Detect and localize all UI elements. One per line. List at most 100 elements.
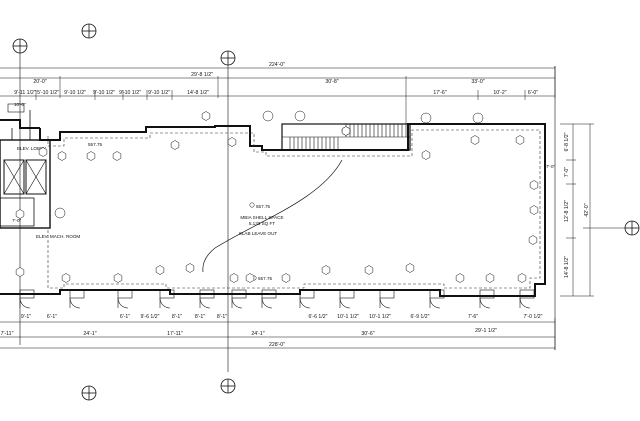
top-dim-7: 9'-10 1/2" — [64, 90, 86, 96]
tag-hexagon — [15, 267, 25, 277]
elevator-core — [0, 103, 51, 229]
top-dim-9: 9'-10 1/2" — [119, 90, 141, 96]
tag-circle — [262, 110, 274, 122]
right-dim-2: 7'-0" — [564, 167, 570, 177]
storefront-bay — [117, 289, 133, 299]
tag-hexagon — [113, 273, 123, 283]
tag-hexagon — [321, 265, 331, 275]
overall-bottom-dim: 228'-0" — [269, 342, 285, 348]
right-dimension-text: 6'-8 1/2" 7'-0" 12'-8 1/2" 14'-8 1/2" 42… — [546, 132, 590, 278]
tag-hexagon — [517, 273, 527, 283]
tag-hexagon — [38, 147, 48, 157]
storefront-bay — [231, 289, 247, 299]
top-dim-6: 5'-10 1/2" — [37, 90, 59, 96]
door-swing — [69, 297, 81, 309]
bottom-dim-3: 6'-1" — [120, 314, 130, 320]
top-dim-12: 17'-6" — [433, 90, 446, 96]
tag-hexagon — [421, 150, 431, 160]
tag-hexagon — [485, 273, 495, 283]
storefront-bay — [199, 289, 215, 299]
bottom-dim-7: 8'-1" — [217, 314, 227, 320]
bottom-dim-5: 8'-1" — [172, 314, 182, 320]
tag-circle — [294, 110, 306, 122]
storefront-bay — [299, 289, 315, 299]
tag-hexagon — [515, 135, 525, 145]
bottom-total-1: 7'-11" — [1, 331, 14, 337]
right-dim-4: 14'-8 1/2" — [564, 256, 570, 278]
slab-note: SLAB LEAVE OUT — [239, 231, 278, 236]
bottom-dimension-lines — [0, 318, 556, 350]
bottom-total-4: 24'-1" — [251, 331, 264, 337]
bottom-dim-9: 10'-1 1/2" — [337, 314, 359, 320]
tag-hexagon — [15, 209, 25, 219]
lower-spot-elevation: 557.75 — [258, 276, 272, 281]
overall-top-dim: 224'-0" — [269, 62, 285, 68]
elev-lobby-label: ELEV. LOBBY — [17, 146, 46, 151]
bottom-total-6: 29'-1 1/2" — [475, 328, 497, 334]
door-swing — [117, 297, 129, 309]
tag-hexagon — [528, 235, 538, 245]
tag-hexagon — [170, 140, 180, 150]
core-dim-top: 10'-0" — [14, 102, 26, 107]
door-swing — [429, 297, 441, 309]
spot-elevation-left: 557.75 — [88, 142, 102, 147]
right-dim-1: 6'-8 1/2" — [564, 132, 570, 151]
equipment-tags — [15, 110, 539, 283]
top-dim-1: 20'-0" — [33, 79, 46, 85]
storefront-bay — [339, 289, 355, 299]
bottom-dim-12: 7'-6" — [468, 314, 478, 320]
bottom-dim-6: 8'-1" — [195, 314, 205, 320]
door-swing — [159, 297, 171, 309]
top-dim-2: 29'-8 1/2" — [191, 72, 213, 78]
tag-hexagon — [86, 151, 96, 161]
tag-hexagon — [470, 135, 480, 145]
tag-hexagon — [61, 273, 71, 283]
room-area: 5,133 SQ FT — [249, 221, 275, 226]
door-swing — [199, 297, 211, 309]
tag-circle — [420, 112, 432, 124]
room-spot-elevation: 557.75 — [256, 204, 270, 209]
tag-hexagon — [245, 273, 255, 283]
tag-hexagon — [529, 205, 539, 215]
top-dim-13: 10'-2" — [493, 90, 506, 96]
storefront-bay — [429, 289, 445, 299]
interior-dashed-line — [47, 129, 541, 289]
tag-hexagon — [455, 273, 465, 283]
tag-hexagon — [57, 151, 67, 161]
tag-hexagon — [364, 265, 374, 275]
storefront-bay — [69, 289, 85, 299]
top-dimension-lines — [0, 66, 556, 124]
door-swing — [339, 297, 351, 309]
storefront-bay — [519, 289, 535, 299]
top-dim-8: 9'-10 1/2" — [93, 90, 115, 96]
bottom-dim-8: 6'-6 1/2" — [309, 314, 328, 320]
top-dim-5: 9'-11 1/2" — [14, 90, 36, 96]
tag-hexagon — [201, 111, 211, 121]
door-swing — [19, 297, 31, 309]
tag-hexagon — [155, 265, 165, 275]
bottom-dim-10: 10'-1 1/2" — [369, 314, 391, 320]
tag-circle — [54, 207, 66, 219]
door-swing — [479, 297, 491, 309]
bottom-dimension-text: 228'-0" 7'-11" 24'-1" 17'-11" 24'-1" 30'… — [1, 314, 543, 348]
top-dim-4: 33'-0" — [471, 79, 484, 85]
top-dim-14: 6'-0" — [528, 90, 538, 96]
core-labels: ELEV. LOBBY ELEV. MACH. ROOM 557.75 7'-0… — [12, 102, 102, 239]
top-dim-11: 14'-8 1/2" — [187, 90, 209, 96]
bottom-total-5: 30'-6" — [361, 331, 374, 337]
bottom-dim-2: 6'-1" — [47, 314, 57, 320]
right-small-dim: 7'-0" — [546, 164, 556, 169]
storefront-bay — [261, 289, 277, 299]
stair-treads — [289, 124, 407, 150]
tag-hexagon — [185, 263, 195, 273]
tag-circle — [472, 112, 484, 124]
grid-bubbles — [12, 23, 640, 401]
bottom-total-3: 17'-11" — [167, 331, 183, 337]
right-dim-3: 12'-8 1/2" — [564, 200, 570, 222]
elev-mach-room-label: ELEV. MACH. ROOM — [36, 234, 80, 239]
tag-hexagon — [112, 151, 122, 161]
door-swing — [231, 297, 243, 309]
door-swing — [379, 297, 391, 309]
top-dimension-text: 224'-0" 20'-0" 29'-8 1/2" 30'-8" 33'-0" … — [14, 62, 538, 96]
